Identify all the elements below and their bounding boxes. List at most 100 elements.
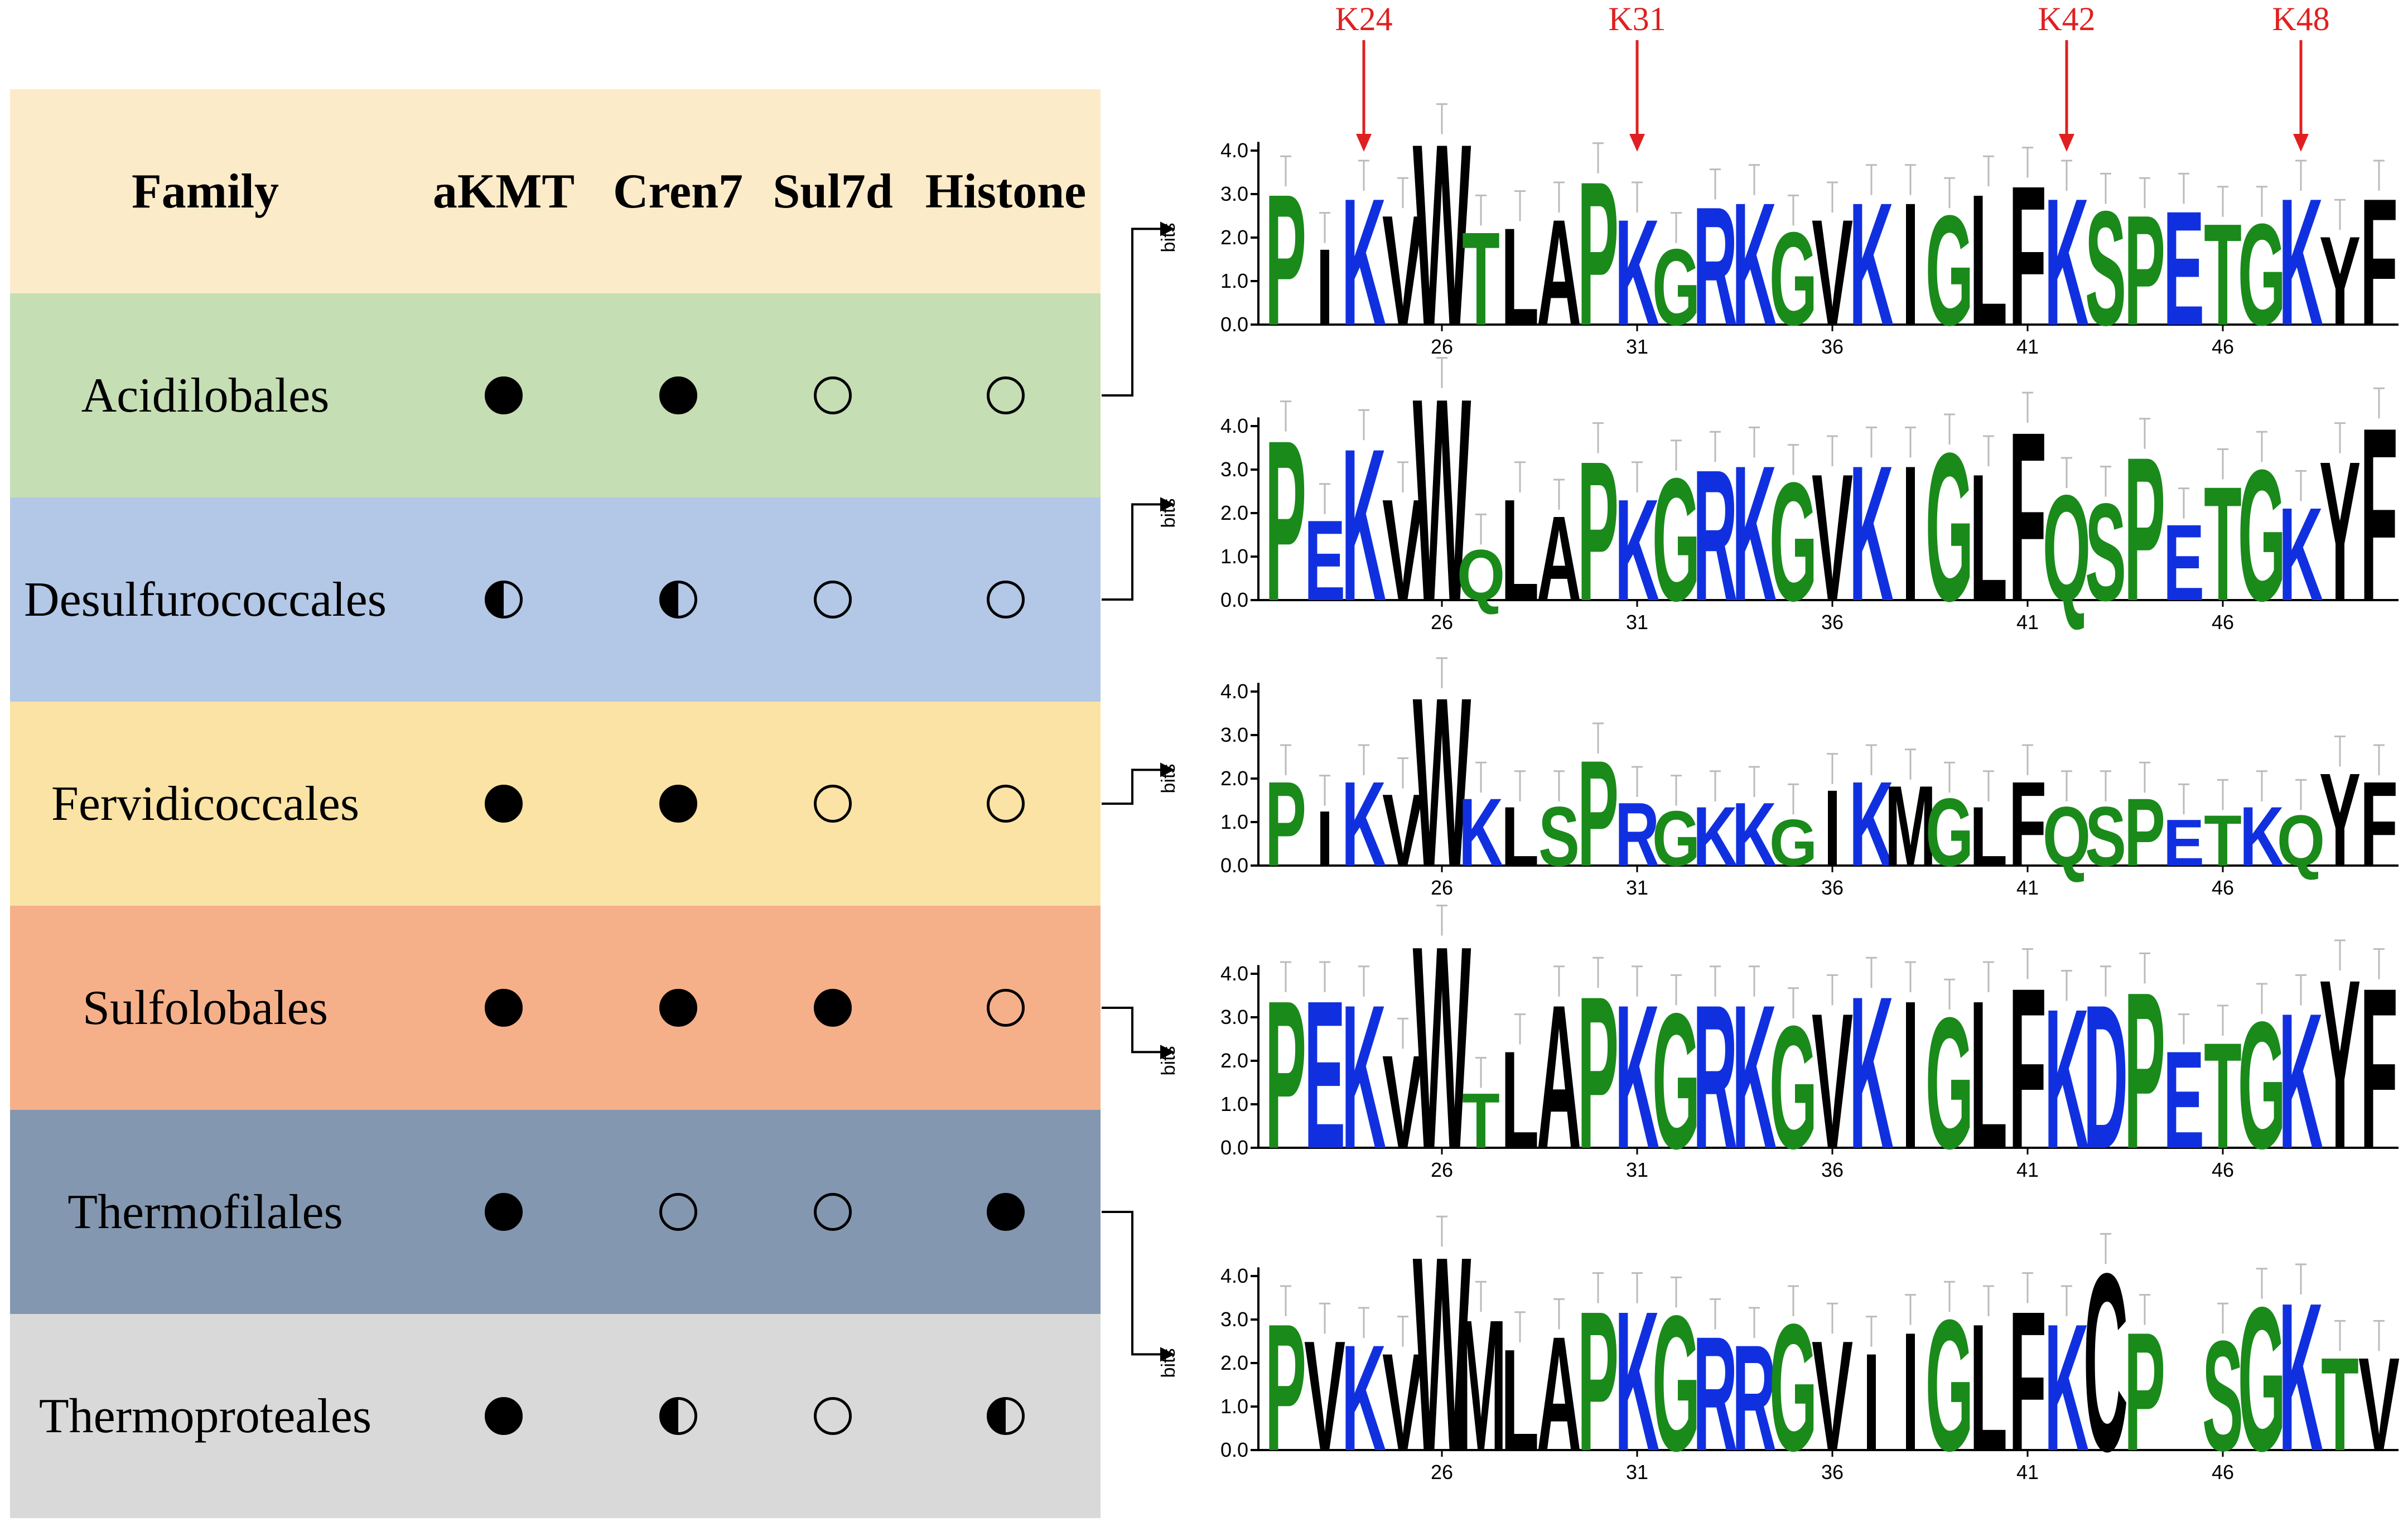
connector-arrow	[1102, 228, 1164, 397]
family-name: Fervidicoccales	[51, 776, 360, 831]
x-tick-label: 36	[1821, 1158, 1844, 1181]
x-tick-label: 26	[1431, 1461, 1453, 1484]
marker-k31: K31	[1608, 1, 1666, 152]
arrowhead-icon	[1160, 497, 1175, 512]
half-circle-icon	[987, 1397, 1025, 1435]
logo-letter: R	[1732, 1313, 1777, 1482]
y-tick-label: 2.0	[1220, 767, 1248, 790]
y-tick-label: 4.0	[1220, 139, 1248, 162]
logo-letter: K	[1341, 962, 1386, 1192]
y-tick-label: 1.0	[1220, 810, 1248, 833]
x-tick-label: 46	[2212, 1461, 2234, 1484]
red-arrowhead-icon	[2293, 134, 2309, 152]
empty-circle-icon	[987, 376, 1025, 414]
logo-letter: L	[1501, 1320, 1539, 1481]
x-tick-label: 41	[2016, 335, 2039, 358]
logo-letter: Y	[2319, 210, 2361, 351]
logo-letter: G	[1926, 1281, 1973, 1490]
half-circle-icon	[485, 581, 523, 619]
presence-cell	[607, 1314, 749, 1518]
logo-letter: K	[1341, 757, 1386, 892]
family-name: Desulfurococcales	[24, 572, 387, 627]
logo-letter: K	[1341, 161, 1386, 364]
marker-label: K42	[2038, 1, 2095, 37]
logo-letter: G	[2238, 194, 2286, 356]
header-histone: Histone	[925, 164, 1087, 219]
logo-letter: G	[1652, 1275, 1700, 1491]
empty-circle-icon	[987, 785, 1025, 823]
connector-arrow	[1102, 503, 1164, 601]
empty-circle-icon	[987, 989, 1025, 1027]
logo-letter: P	[1577, 420, 1619, 643]
logo-letter: V	[2358, 1331, 2400, 1478]
family-name: Thermofilales	[67, 1185, 343, 1239]
logo-letter: K	[1849, 425, 1894, 641]
logo-letter: K	[1732, 784, 1777, 885]
logo-letter: K	[2044, 1287, 2089, 1489]
full-circle-icon	[485, 376, 523, 414]
full-circle-icon	[659, 376, 697, 414]
marker-k24: K24	[1335, 1, 1393, 152]
logo-letter: S	[2202, 1308, 2243, 1484]
logo-letter: L	[1501, 1022, 1539, 1177]
logo-letter: G	[1769, 806, 1817, 880]
logo-letter: A	[1537, 188, 1581, 356]
logo-letter: T	[2204, 1011, 2242, 1180]
full-circle-icon	[485, 1193, 523, 1231]
presence-cell	[916, 293, 1095, 497]
logo-letter: A	[1537, 1303, 1581, 1485]
logo-letter: K	[1615, 1270, 1659, 1493]
logo-letter: R	[1693, 172, 1738, 361]
y-tick-label: 3.0	[1220, 182, 1248, 205]
y-tick-label: 4.0	[1220, 414, 1248, 437]
logo-letter: P	[1577, 729, 1619, 897]
logo-letter: G	[1926, 183, 1973, 359]
presence-cell	[916, 497, 1095, 702]
header-cren7: Cren7	[612, 164, 744, 219]
logo-letter: A	[1537, 491, 1581, 626]
logo-letter: L	[1970, 437, 2008, 639]
y-tick-label: 1.0	[1220, 269, 1248, 292]
x-tick-label: 41	[2016, 611, 2039, 634]
logo-letter: S	[2085, 177, 2126, 360]
logo-letter: I	[1316, 794, 1334, 882]
y-tick-label: 0.0	[1220, 588, 1248, 611]
presence-cell	[749, 497, 916, 702]
arrowhead-icon	[1160, 1347, 1175, 1362]
logo-letter: V	[1382, 183, 1423, 359]
y-tick-label: 2.0	[1220, 501, 1248, 524]
family-name: Thermoproteales	[38, 1389, 372, 1443]
logo-letter: W	[1413, 89, 1472, 380]
logo-letter: P	[2124, 946, 2165, 1196]
y-tick-label: 3.0	[1220, 723, 1248, 746]
logo-letter: E	[1304, 496, 1345, 625]
logo-letter: K	[1732, 962, 1777, 1192]
logo-letter: V	[1812, 437, 1853, 639]
logo-letter: S	[2085, 790, 2126, 884]
marker-k42: K42	[2038, 1, 2096, 152]
logo-letter: G	[1652, 973, 1700, 1189]
presence-cell	[400, 497, 607, 702]
presence-cell	[400, 906, 607, 1110]
logo-letter: K	[1459, 778, 1503, 886]
logo-letter: F	[2009, 940, 2047, 1196]
logo-letter: R	[1693, 1303, 1738, 1485]
red-arrowhead-icon	[1629, 134, 1645, 152]
logo-letter: P	[1577, 139, 1619, 369]
logo-letter: Q	[1457, 535, 1505, 616]
red-arrowhead-icon	[1356, 134, 1372, 152]
logo-letter: L	[1501, 199, 1539, 354]
logo-letter: V	[1382, 773, 1423, 888]
x-tick-label: 36	[1821, 611, 1844, 634]
logo-letter: E	[2163, 1022, 2204, 1177]
x-tick-label: 46	[2212, 611, 2234, 634]
presence-cell	[400, 1110, 607, 1314]
logo-letter: G	[1652, 442, 1700, 637]
x-tick-label: 41	[2016, 1158, 2039, 1181]
y-tick-label: 1.0	[1220, 1093, 1248, 1115]
full-circle-icon	[485, 785, 523, 823]
logo-letter: Q	[2277, 800, 2325, 881]
arrowhead-icon	[1160, 221, 1175, 236]
